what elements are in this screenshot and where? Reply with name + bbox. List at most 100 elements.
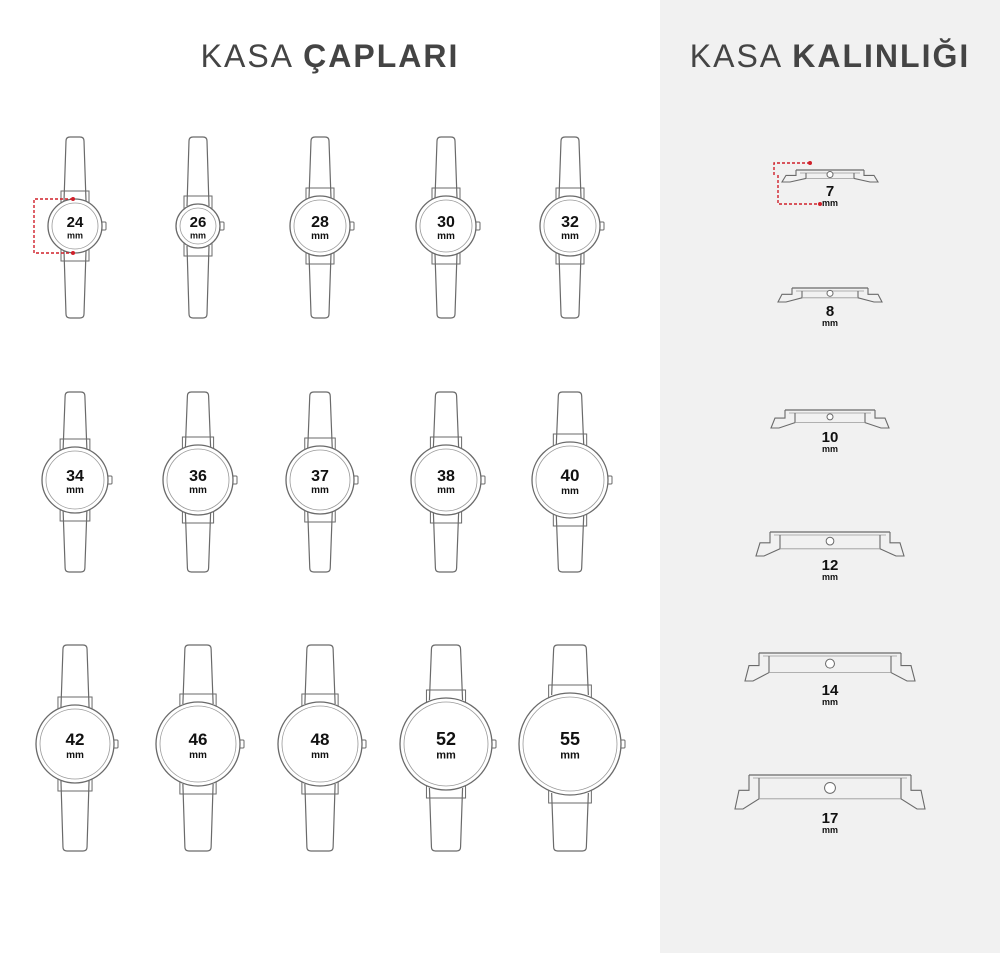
lug-right [853,170,879,183]
measure-dot-bottom [818,202,822,206]
lug-right [900,775,926,810]
watch-case [531,441,609,519]
watch-bezel [51,202,99,250]
diameter-unit: mm [66,750,84,761]
watch-bezel [289,449,351,511]
lug-bottom [57,773,93,792]
lug-left [744,653,770,682]
strap-top [62,391,88,450]
lug-top [305,187,335,206]
case-profile-8mm: 8mm [777,287,883,328]
strap-bottom [184,512,212,573]
watch-case [415,195,477,257]
watch-case [399,697,493,791]
watch-bezel [535,445,605,515]
lug-top [429,436,463,455]
strap-top [184,391,212,448]
diameter-unit: mm [189,485,207,496]
thickness-title-light: KASA [689,38,793,74]
watch-case [410,444,482,516]
watch-case [285,445,355,515]
thickness-unit: mm [822,444,838,454]
diameter-unit: mm [561,486,579,497]
strap-bottom [558,253,582,319]
diameter-value: 34 [66,468,84,485]
lug-bottom [301,776,339,795]
lug-top [181,436,215,455]
diameter-unit: mm [190,230,206,240]
strap-top [186,136,210,207]
diameter-value: 37 [311,468,329,485]
diameter-unit: mm [189,750,207,761]
diameter-unit: mm [311,750,329,761]
lug-left [781,170,807,183]
measure-dot-top [71,197,75,201]
diameter-value: 46 [189,730,208,749]
thickness-value: 12 [822,557,839,574]
thickness-unit: mm [822,318,838,328]
lug-bottom [183,238,213,257]
thickness-measure-top [773,162,810,175]
crown-hole [826,289,834,297]
lug-top [179,693,217,712]
thickness-unit: mm [822,198,838,208]
diameter-title-bold: ÇAPLARI [303,38,460,74]
diameter-unit: mm [561,231,579,242]
strap-bottom [551,792,589,852]
strap-top [434,136,458,199]
lug-bottom [179,776,217,795]
strap-top [60,644,90,708]
lug-right [890,653,916,682]
lug-top [425,689,467,708]
strap-top [308,136,332,199]
strap-top [304,644,336,705]
thickness-value: 10 [822,429,839,446]
watch-bezel [39,708,111,780]
diameter-value: 48 [311,730,330,749]
diameter-unit: mm [436,750,456,762]
crown-hole [825,658,835,669]
lug-right [857,288,883,303]
lug-right [879,532,905,557]
watch-bezel [403,701,489,787]
crown-hole [824,781,836,794]
watch-case [277,701,363,787]
thickness-value: 17 [822,810,839,827]
strap-top [307,391,333,449]
lug-bottom [305,246,335,265]
watch-bezel [45,450,105,510]
measure-dot-bottom [71,251,75,255]
diameter-value: 52 [436,729,456,749]
strap-bottom [307,511,333,573]
thickness-value: 8 [826,303,834,320]
lug-top [59,438,91,457]
diameter-value: 30 [437,214,455,231]
lug-bottom [429,505,463,524]
thickness-value: 14 [822,682,839,699]
diameter-value: 55 [560,729,580,749]
diameter-title-light: KASA [200,38,304,74]
strap-bottom [62,510,88,573]
diameter-measure-bracket [33,198,73,254]
watch-case [35,704,115,784]
watch-case [41,446,109,514]
lug-bottom [555,246,585,265]
strap-bottom [182,783,214,852]
watch-bezel [159,705,237,783]
strap-top [558,136,582,199]
watch-bezel [414,448,478,512]
lug-bottom [59,503,91,522]
lug-bottom [304,504,336,523]
strap-top [555,391,585,445]
